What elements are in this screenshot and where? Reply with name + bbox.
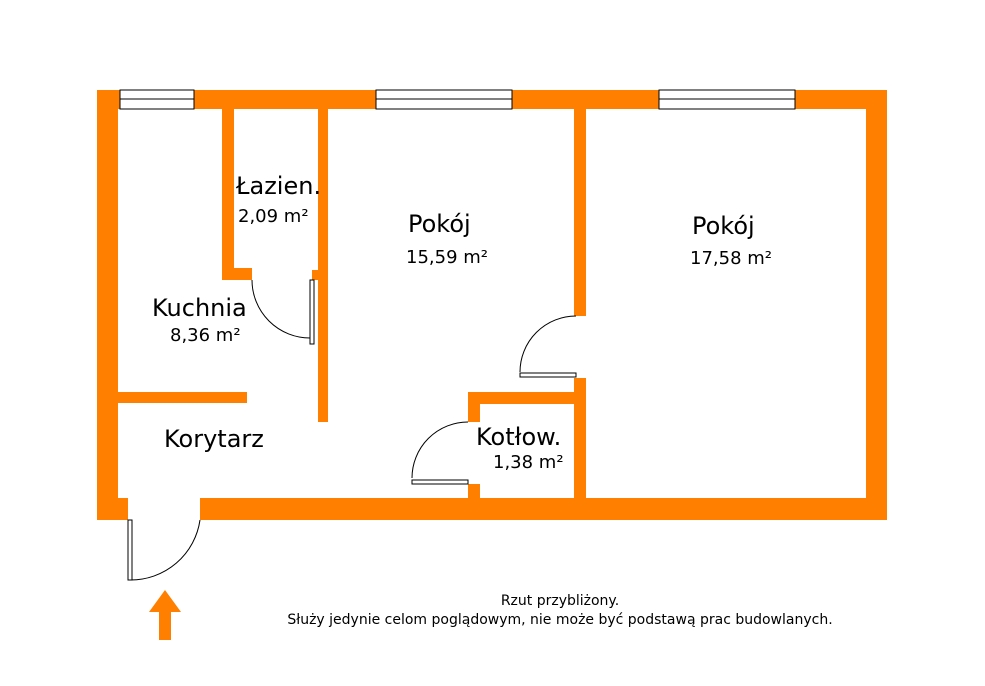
door-room	[519, 315, 577, 373]
wall-left	[97, 90, 118, 520]
wall-rooms-lower	[574, 378, 586, 498]
door-entrance	[129, 519, 201, 581]
wall-rooms-upper	[574, 108, 586, 316]
wall-bathroom-left	[222, 108, 234, 280]
room-label-room2: Pokój	[692, 212, 755, 240]
disclaimer-line2: Służy jedynie celom poglądowym, nie może…	[287, 612, 833, 628]
door-boiler	[411, 421, 469, 479]
arrow-up-icon	[149, 590, 181, 640]
wall-boiler-left-lower	[468, 484, 480, 498]
wall-boiler-left-upper	[468, 392, 480, 422]
room-label-corridor: Korytarz	[164, 425, 264, 453]
room-label-room1: Pokój	[408, 210, 471, 238]
windows	[119, 89, 796, 110]
doors	[127, 279, 577, 581]
disclaimer-line1: Rzut przybliżony.	[500, 593, 620, 609]
room-label-boiler: Kotłow.	[476, 423, 562, 451]
room-area-room2: 17,58 m²	[690, 248, 773, 269]
room-area-boiler: 1,38 m²	[493, 452, 564, 473]
room-label-bathroom: Łazien.	[236, 172, 322, 200]
door-bathroom	[251, 279, 311, 339]
wall-bottom-left	[97, 498, 128, 520]
wall-boiler-top	[468, 392, 586, 404]
wall-bathroom-bottom	[222, 268, 252, 280]
wall-bathroom-right	[318, 108, 328, 422]
wall-bottom	[200, 498, 887, 520]
wall-right	[866, 90, 887, 520]
room-area-room1: 15,59 m²	[406, 247, 489, 268]
room-label-kitchen: Kuchnia	[152, 294, 247, 322]
room-area-bathroom: 2,09 m²	[238, 206, 309, 227]
wall-kitchen-corridor	[118, 392, 247, 403]
room-area-kitchen: 8,36 m²	[170, 325, 241, 346]
